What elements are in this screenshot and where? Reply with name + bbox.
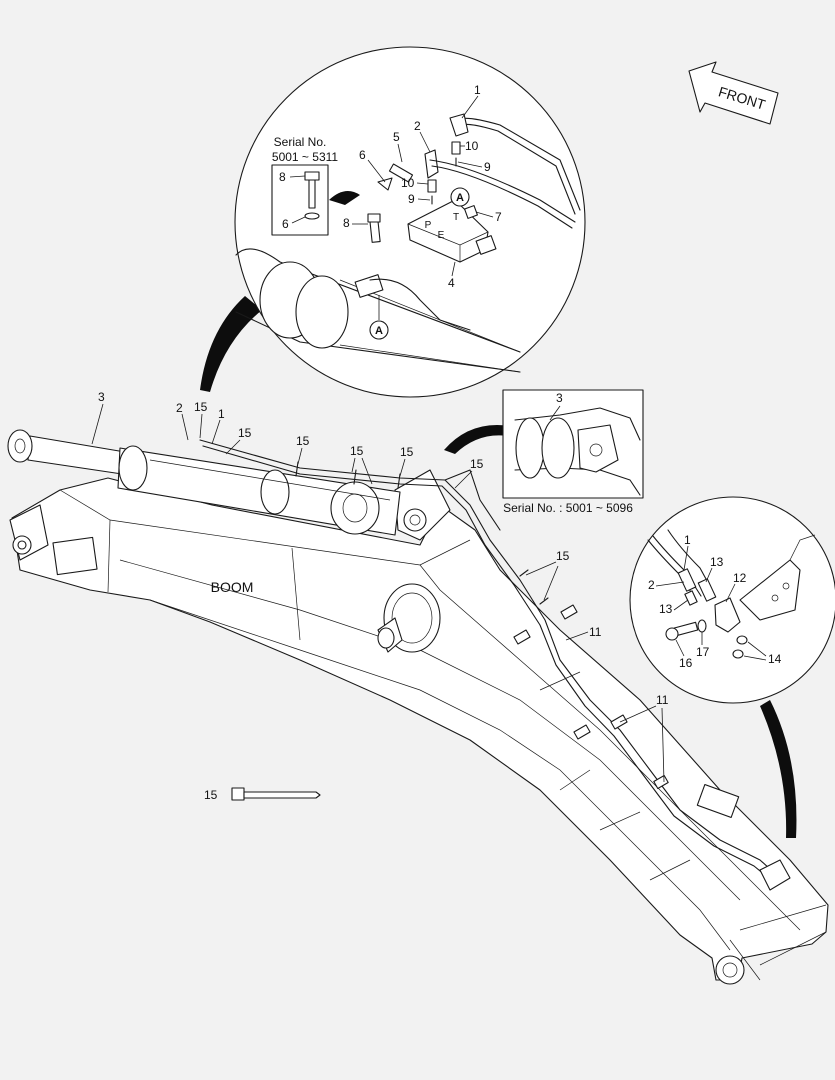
- callout-15-e: 15: [400, 445, 414, 459]
- callout-3-mid: 3: [556, 391, 563, 405]
- callout-15-c: 15: [296, 434, 310, 448]
- callout-8-inset: 8: [279, 170, 286, 184]
- callout-11-a: 11: [589, 625, 602, 639]
- callout-7: 7: [495, 210, 502, 224]
- callout-10-right: 10: [465, 139, 479, 153]
- front-arrow: FRONT: [688, 61, 779, 125]
- callout-2-top: 2: [414, 119, 421, 133]
- callout-15-a: 15: [194, 400, 208, 414]
- port-e: E: [438, 230, 445, 241]
- callout-15-g: 15: [556, 549, 570, 563]
- boom-assembly: BOOM: [9, 469, 829, 985]
- boom-label: BOOM: [211, 579, 254, 595]
- pilot-lines: [199, 439, 791, 891]
- callout-3-main: 3: [98, 390, 105, 404]
- detail-lower: [629, 496, 835, 838]
- callout-12: 12: [733, 571, 747, 585]
- boom-cylinder: [7, 429, 401, 536]
- detail-upper: A P T E: [200, 46, 586, 398]
- callout-10-left: 10: [401, 176, 415, 190]
- cable-tie-sample: [231, 787, 321, 801]
- port-t: T: [453, 212, 459, 223]
- ref-a-upper: A: [456, 192, 464, 204]
- callout-1-detail: 1: [684, 533, 691, 547]
- ref-a-lower: A: [375, 325, 383, 337]
- port-p: P: [425, 220, 432, 231]
- callout-5: 5: [393, 130, 400, 144]
- serial-range: 5001 ~ 5311: [272, 150, 339, 164]
- callout-11-b: 11: [656, 693, 669, 707]
- callout-15-d: 15: [350, 444, 364, 458]
- callout-8-main: 8: [343, 216, 350, 230]
- callouts: 1 2 5 6 10 9 10 9 7 8 4 8 6 3 2 15 1 15: [91, 83, 782, 802]
- callout-16: 16: [679, 656, 693, 670]
- mid-serial-caption: Serial No. : 5001 ~ 5096: [503, 501, 633, 515]
- callout-9-right: 9: [484, 160, 491, 174]
- callout-9-left: 9: [408, 192, 415, 206]
- callout-6-top: 6: [359, 148, 366, 162]
- callout-13-a: 13: [710, 555, 724, 569]
- detail-mid: Serial No. : 5001 ~ 5096: [444, 389, 644, 515]
- callout-1-top: 1: [474, 83, 481, 97]
- callout-2-main: 2: [176, 401, 183, 415]
- callout-4: 4: [448, 276, 455, 290]
- callout-15-b: 15: [238, 426, 252, 440]
- callout-6-inset: 6: [282, 217, 289, 231]
- serial-title: Serial No.: [274, 135, 327, 149]
- callout-2-detail: 2: [648, 578, 655, 592]
- callout-1-main: 1: [218, 407, 225, 421]
- callout-13-b: 13: [659, 602, 673, 616]
- callout-14: 14: [768, 652, 782, 666]
- callout-15-f: 15: [470, 457, 484, 471]
- callout-15-sample: 15: [204, 788, 218, 802]
- callout-17: 17: [696, 645, 710, 659]
